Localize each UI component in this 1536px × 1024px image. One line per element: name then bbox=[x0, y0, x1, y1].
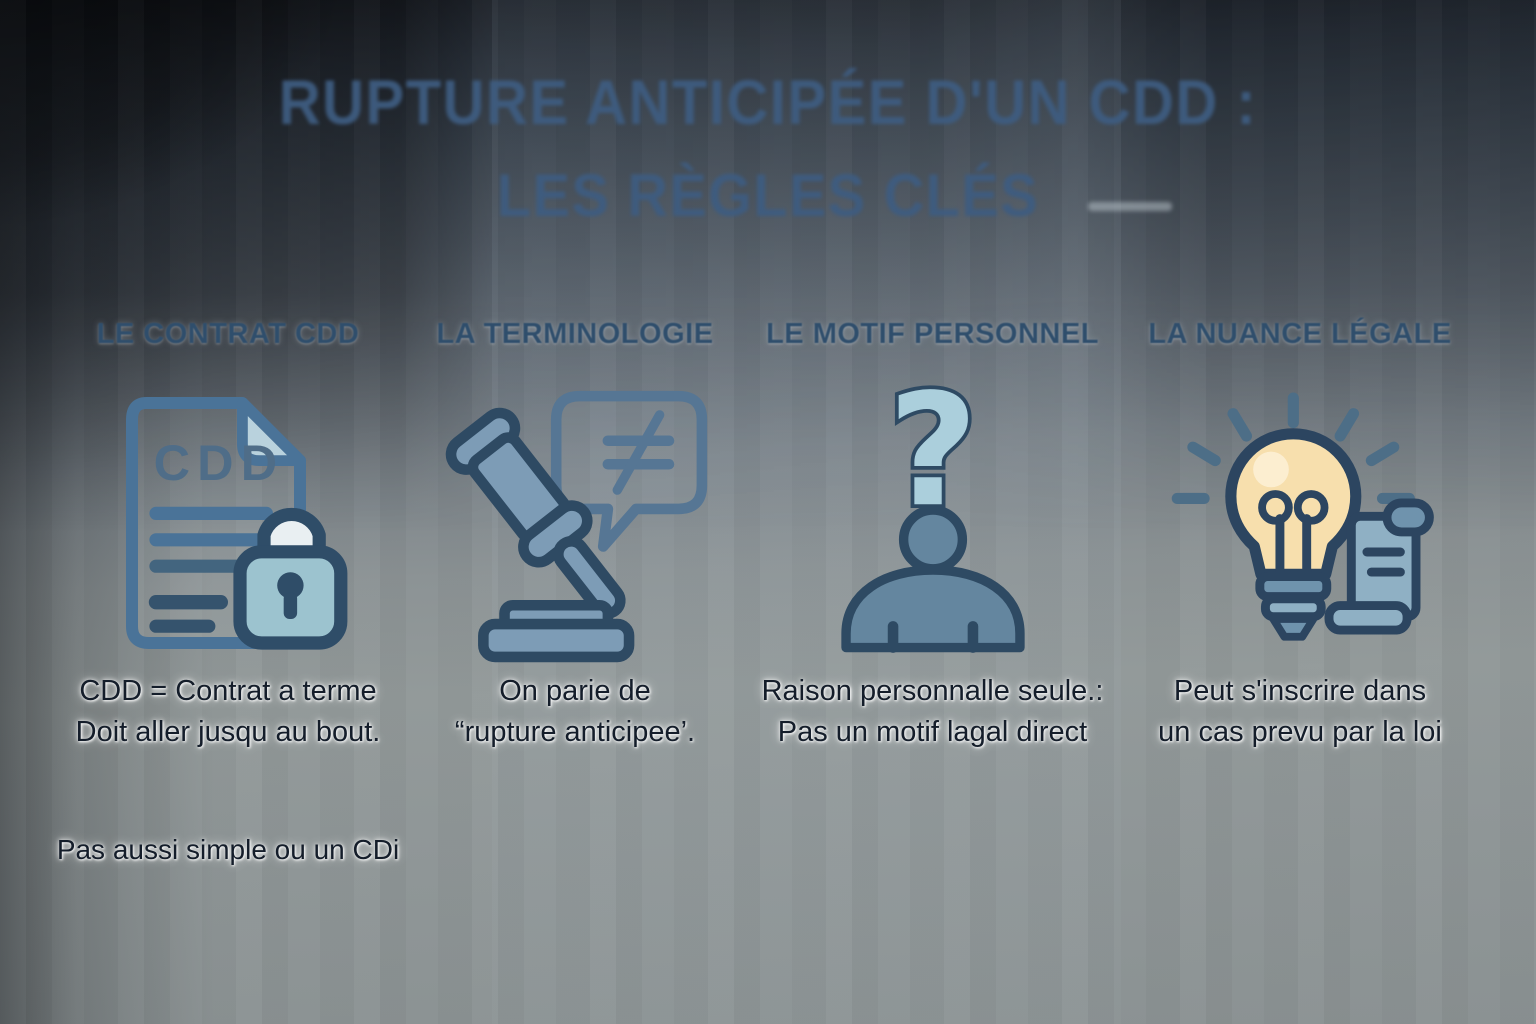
column-caption: On parie de “rupture anticipee’. bbox=[415, 671, 735, 752]
caption-line: Pas un motif lagal direct bbox=[777, 715, 1088, 748]
caption-line: On parie de bbox=[499, 675, 651, 707]
column-nuance-legale: LA NUANCE LÉGALE bbox=[1130, 318, 1470, 752]
caption-line: un cas prevu par la loi bbox=[1158, 715, 1442, 748]
caption-line: Raison personnalle seule.: bbox=[761, 675, 1104, 707]
column-header: LE CONTRAT CDD bbox=[96, 318, 360, 350]
scroll-document bbox=[1324, 498, 1434, 635]
column-footnote: Pas aussi simple ou un CDi bbox=[56, 834, 400, 865]
column-caption: CDD = Contrat a terme Doit aller jusqu a… bbox=[28, 671, 428, 752]
column-header: LA NUANCE LÉGALE bbox=[1148, 318, 1452, 350]
page-title-line2: LES RÈGLES CLÉS bbox=[496, 160, 1040, 229]
column-header: LE MOTIF PERSONNEL bbox=[766, 318, 1099, 350]
lightbulb-scroll-svg bbox=[1171, 392, 1434, 641]
column-caption: Peut s'inscrire dans un cas prevu par la… bbox=[1130, 671, 1470, 752]
column-caption: Raison personnalle seule.: Pas un motif … bbox=[745, 671, 1120, 752]
column-motif-personnel: LE MOTIF PERSONNEL ? Raison personnalle … bbox=[745, 318, 1120, 752]
column-terminologie: LA TERMINOLOGIE On parie de “rupture ant… bbox=[415, 318, 735, 752]
question-person-svg: ? bbox=[840, 356, 1025, 653]
cdd-document-lock-svg: CDD bbox=[126, 397, 348, 650]
gavel-speech-bubble-svg bbox=[445, 390, 708, 663]
lightbulb-scroll-icon bbox=[1130, 375, 1470, 671]
caption-line: Doit aller jusqu au bout. bbox=[75, 715, 381, 748]
caption-line: CDD = Contrat a terme bbox=[79, 675, 377, 707]
gavel-speech-bubble-icon bbox=[415, 375, 735, 671]
caption-line: “rupture anticipee’. bbox=[454, 715, 696, 748]
caption-line: Peut s'inscrire dans bbox=[1173, 675, 1427, 707]
question-person-icon: ? bbox=[745, 356, 1120, 671]
column-header: LA TERMINOLOGIE bbox=[436, 318, 714, 350]
title-dash-decoration bbox=[1088, 202, 1172, 211]
column-contrat-cdd: LE CONTRAT CDD CDD CDD = Contrat a terme… bbox=[28, 318, 428, 865]
page-title: RUPTURE ANTICIPÉE D'UN CDD : LES RÈGLES … bbox=[0, 72, 1536, 225]
document-label-text: CDD bbox=[154, 434, 285, 491]
cdd-document-lock-icon: CDD bbox=[28, 375, 428, 671]
page-title-line1: RUPTURE ANTICIPÉE D'UN CDD : bbox=[278, 68, 1258, 139]
